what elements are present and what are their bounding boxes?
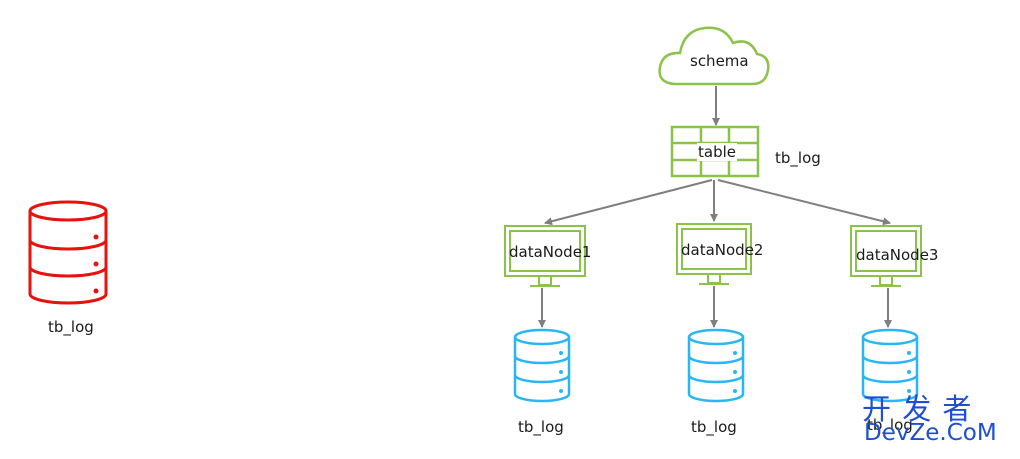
left-database-label: tb_log [48,318,94,336]
node-2-database-label: tb_log [691,418,737,436]
node-1-database-icon [513,328,571,403]
node-3-database-label: tb_log [867,416,913,434]
data-node-1-label: dataNode1 [509,243,592,261]
arrow-table-to-node1 [544,179,713,226]
schema-cloud-icon [658,26,770,86]
table-side-label: tb_log [775,149,821,167]
arrow-table-to-node3 [717,179,891,226]
data-node-2-label: dataNode2 [681,241,764,259]
node-1-database-label: tb_log [518,418,564,436]
schema-label: schema [690,52,749,70]
left-database-icon [28,200,108,305]
data-node-3-label: dataNode3 [856,246,939,264]
data-node-1-monitor-icon [504,225,586,287]
table-label: table [697,143,737,161]
data-node-2-monitor-icon [676,223,752,285]
watermark-line1: 开 发 者 [862,392,973,426]
watermark-line2: DevZe.CoM [864,420,997,446]
data-node-3-monitor-icon [850,225,922,287]
node-3-database-icon [861,328,919,403]
node-2-database-icon [687,328,745,403]
